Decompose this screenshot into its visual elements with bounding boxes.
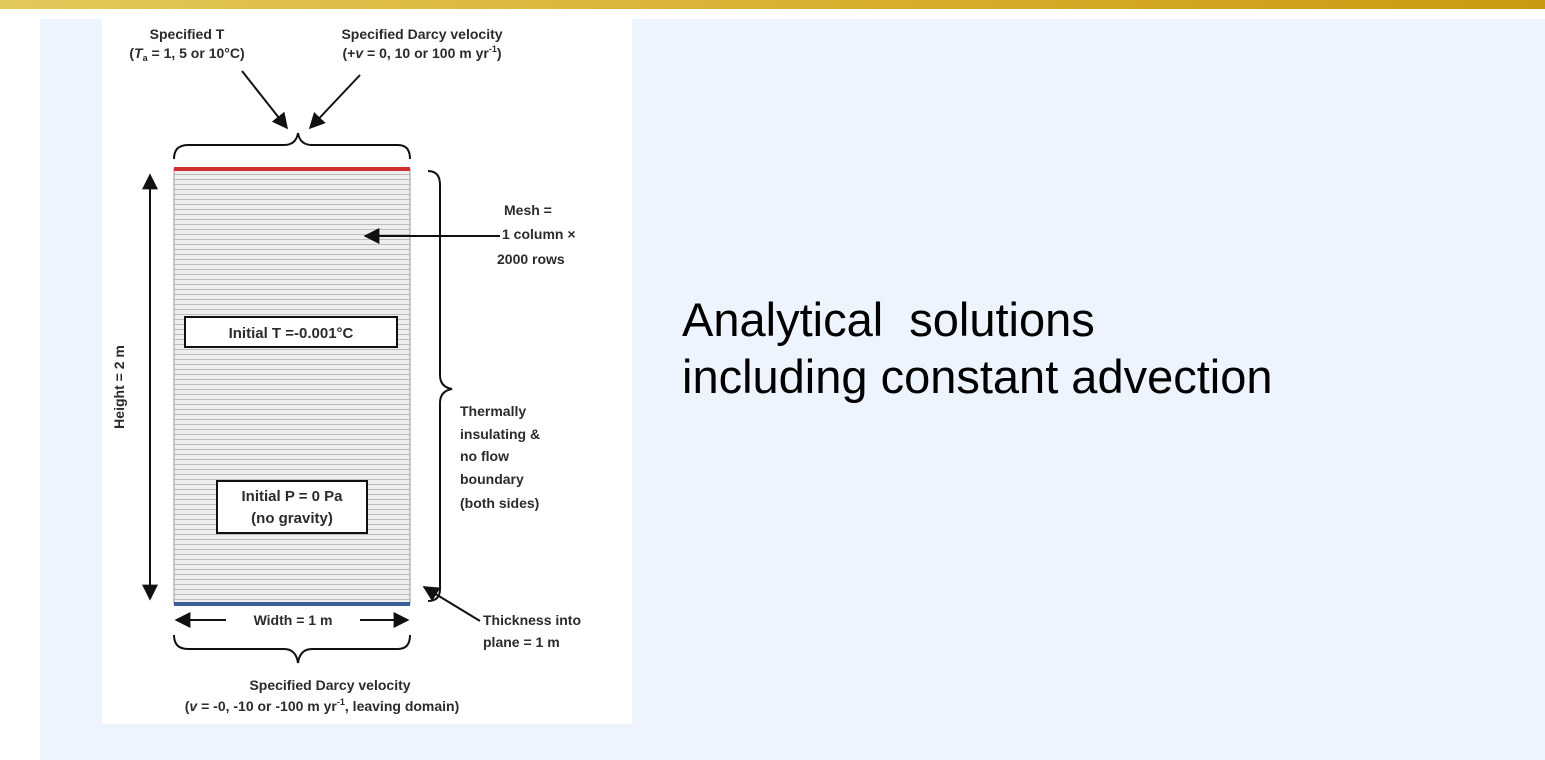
headline-line2: including constant advection bbox=[682, 350, 1273, 403]
initial-t-label: Initial T =-0.001°C bbox=[229, 325, 354, 342]
bottom-label-line1: Specified Darcy velocity bbox=[249, 677, 410, 693]
mesh-label-line1: Mesh = bbox=[504, 202, 552, 218]
initial-t-box bbox=[184, 316, 398, 348]
top-left-label-line1: Specified T bbox=[150, 26, 225, 42]
mesh-label-line3: 2000 rows bbox=[497, 251, 565, 267]
width-label: Width = 1 m bbox=[254, 612, 333, 628]
mesh-label-line2: 1 column × bbox=[502, 226, 576, 242]
top-right-arrow bbox=[308, 74, 361, 130]
top-right-label-line2: (+v = 0, 10 or 100 m yr-1) bbox=[342, 44, 501, 61]
domain-column bbox=[173, 168, 411, 605]
height-label: Height = 2 m bbox=[111, 345, 127, 429]
initial-p-box bbox=[216, 480, 368, 534]
top-right-label-line1: Specified Darcy velocity bbox=[341, 26, 502, 42]
headline-line1: Analytical solutions bbox=[682, 293, 1095, 346]
initial-p-line2: (no gravity) bbox=[251, 510, 333, 527]
side-label-line5: (both sides) bbox=[460, 495, 539, 511]
thickness-label-line1: Thickness into bbox=[483, 612, 581, 628]
initial-p-line1: Initial P = 0 Pa bbox=[241, 488, 343, 505]
bottom-label-line2: (v = -0, -10 or -100 m yr-1, leaving dom… bbox=[185, 697, 460, 714]
top-brace bbox=[173, 132, 411, 160]
thickness-label-line2: plane = 1 m bbox=[483, 634, 560, 650]
top-accent-bar bbox=[0, 0, 1545, 9]
side-label-line4: boundary bbox=[460, 471, 524, 487]
side-label-line3: no flow bbox=[460, 448, 509, 464]
model-domain-diagram: Specified T (Ta = 1, 5 or 10°C) Specifie… bbox=[111, 26, 581, 714]
side-label-line2: insulating & bbox=[460, 426, 540, 442]
top-left-label-line2: (Ta = 1, 5 or 10°C) bbox=[129, 45, 244, 63]
model-domain-figure: Specified T (Ta = 1, 5 or 10°C) Specifie… bbox=[102, 19, 632, 724]
bottom-brace bbox=[173, 634, 411, 664]
side-label-line1: Thermally bbox=[460, 403, 526, 419]
top-left-arrow bbox=[241, 70, 288, 130]
thickness-arrow bbox=[422, 586, 481, 622]
